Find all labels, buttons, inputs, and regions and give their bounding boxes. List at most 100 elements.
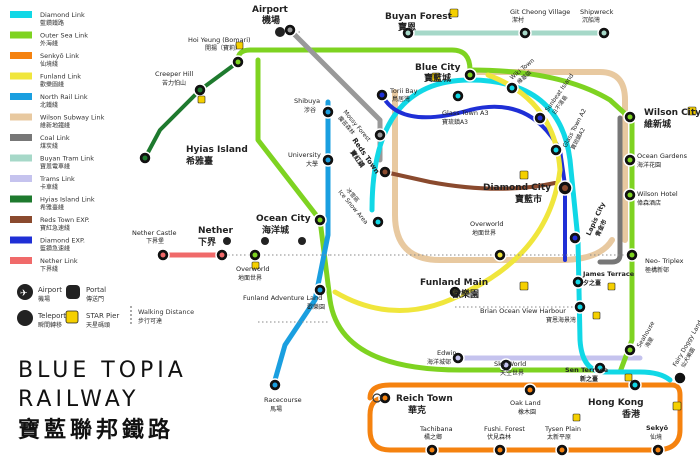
legend-line-name-zh: 希雅臺綫 <box>40 204 64 212</box>
label-james-zh: 夕之臺 <box>583 279 601 287</box>
label-diamond-en: Diamond City <box>483 183 551 193</box>
label-overworld-a-zh: 地面世界 <box>238 274 262 282</box>
line-reds-exp[interactable] <box>383 170 557 191</box>
legend-swatch <box>10 154 32 162</box>
svg-text:✈: ✈ <box>20 289 28 299</box>
brand-line1: BLUE TOPIA <box>18 358 187 383</box>
line-outer-sea[interactable] <box>235 47 473 73</box>
label-nether-castle-en: Nether Castle <box>132 229 177 237</box>
label-brian-zh: 寶恩海景灣 <box>546 316 576 324</box>
label-hyias-zh: 希雅臺 <box>186 155 213 167</box>
label-funland-main-en: Funland Main <box>420 278 488 288</box>
line-wilson-subway-b[interactable] <box>467 69 628 243</box>
legend-line-name-zh: 寶紅急速綫 <box>40 224 70 232</box>
station-markers <box>138 8 697 457</box>
label-shipwreck-en: Shipwreck <box>580 8 614 16</box>
label-tysen-zh: 太新平原 <box>547 433 571 441</box>
label-edwin-en: Edwin <box>437 349 456 357</box>
line-senkyo[interactable] <box>367 382 683 453</box>
label-git-cheong-zh: 潔村 <box>512 16 524 24</box>
label-hoi-yeung-en: Hoi Yeung (Bomari) <box>188 36 251 44</box>
label-oak-en: Oak Land <box>510 399 541 407</box>
location-pin-icon <box>372 393 382 403</box>
star-pier-icon <box>572 413 581 422</box>
line-north-rail[interactable] <box>272 99 331 383</box>
line-outer-sea-c[interactable] <box>467 67 635 375</box>
label-buyan-en: Buyan Forest <box>385 12 453 22</box>
label-overworld-a-en: Overworld <box>236 265 270 273</box>
legend-swatch <box>10 236 32 244</box>
legend-line-name: Wilson Subway Link <box>40 114 105 122</box>
legend-swatch <box>10 72 32 80</box>
legend-line-name-zh: 外海綫 <box>40 40 58 48</box>
legend-line-name-zh: 北鐵綫 <box>40 101 58 109</box>
label-university-zh: 大學 <box>306 160 318 168</box>
legend-airport-zh: 機場 <box>38 295 50 303</box>
label-sky-en: Sky World <box>494 360 526 368</box>
line-wilson-subway[interactable] <box>392 89 615 263</box>
label-torii-zh: 鳥居灣 <box>392 95 410 103</box>
line-coal-b[interactable] <box>597 115 623 265</box>
star-pier-icon <box>519 170 529 180</box>
label-funland-main-zh: 歡樂園 <box>451 288 479 300</box>
line-diamond[interactable] <box>369 77 673 383</box>
star-pier-icon <box>251 261 260 270</box>
brand-line2: RAILWAY <box>18 387 140 412</box>
portal-badge-icon <box>223 237 231 245</box>
label-sen-en: Sen Terrace <box>565 366 609 374</box>
label-tachibana-zh: 橘之鄉 <box>424 433 442 441</box>
portal-badge-icon-2 <box>261 237 269 245</box>
station-labels: Airport 機場 Buyan Forest 寶恩 Git Cheong Vi… <box>132 5 700 441</box>
legend-swatch <box>10 257 32 264</box>
label-edwin-zh: 海洋城邨 <box>427 358 451 366</box>
airport-badge-icon <box>275 27 285 37</box>
label-git-cheong-en: Git Cheong Village <box>510 8 570 16</box>
legend-star-pier-en: STAR Pier <box>86 312 119 320</box>
label-creeper-en: Creeper Hill <box>155 70 193 78</box>
legend-line-name-zh: 維新地鐵綫 <box>40 122 70 130</box>
star-pier-icon <box>592 311 601 320</box>
legend-line-name: Senkyō Link <box>40 52 79 60</box>
label-shipwreck-zh: 沉船灣 <box>582 16 600 24</box>
line-hyias[interactable] <box>143 60 240 160</box>
label-blue-city-zh: 寶藍城 <box>424 72 451 84</box>
legend-line-name: Hyias Island Link <box>40 196 95 204</box>
star-pier-icon <box>607 282 616 291</box>
label-sen-zh: 新之臺 <box>580 375 598 383</box>
label-hoi-yeung-zh: 開揚（寶莉） <box>205 44 241 52</box>
legend-line-name: Reds Town EXP. <box>40 216 90 224</box>
label-airport-en: Airport <box>252 5 289 15</box>
label-hong-kong-zh: 香港 <box>621 408 641 420</box>
station-dot-fairy[interactable] <box>673 371 687 385</box>
legend-line-name: Diamond EXP. <box>40 237 85 245</box>
label-overworld-b-zh: 地面世界 <box>472 229 496 237</box>
legend-portal-en: Portal <box>86 286 106 294</box>
label-wilson-hotel-zh: 偉森酒店 <box>637 199 661 207</box>
label-blue-city-en: Blue City <box>415 63 461 73</box>
label-fushi-en: Fushi. Forest <box>484 425 525 433</box>
label-glass-a3-en: Glass Town A3 <box>442 109 489 117</box>
label-nether-zh: 下界 <box>198 237 216 248</box>
label-ocean-city-en: Ocean City <box>256 214 311 224</box>
label-reich-en: Reich Town <box>396 394 453 404</box>
legend-symbols: ✈ Airport 機場 Portal 傳送門 Teleport 瞬間轉移 ST… <box>17 284 194 329</box>
label-funland-adv-zh: 歡樂園 <box>307 303 325 311</box>
label-neo-en: Neo- Triplex <box>645 257 684 265</box>
legend-swatch <box>10 93 32 100</box>
legend-line-name-zh: 寶恩電車綫 <box>40 163 70 171</box>
label-overworld-b-en: Overworld <box>470 220 504 228</box>
label-nether-en: Nether <box>198 226 233 236</box>
line-outer-sea-b[interactable] <box>255 57 603 373</box>
legend-line-name: Diamond Link <box>40 11 85 19</box>
star-pier-icons <box>197 8 697 422</box>
label-torii-en: Torii Bay <box>389 87 418 95</box>
airport-icon <box>17 284 33 300</box>
label-diamond-zh: 寶藍市 <box>515 193 542 205</box>
label-shibuya-zh: 涉谷 <box>304 106 316 114</box>
legend-swatch <box>10 113 32 121</box>
label-creeper-zh: 苦力怕山 <box>162 79 186 87</box>
legend-line-name: North Rail Link <box>40 93 88 101</box>
legend-line-name-zh: 藍鑽急速綫 <box>40 245 70 253</box>
legend-teleport-zh: 瞬間轉移 <box>38 321 62 329</box>
legend-swatch <box>10 195 32 203</box>
